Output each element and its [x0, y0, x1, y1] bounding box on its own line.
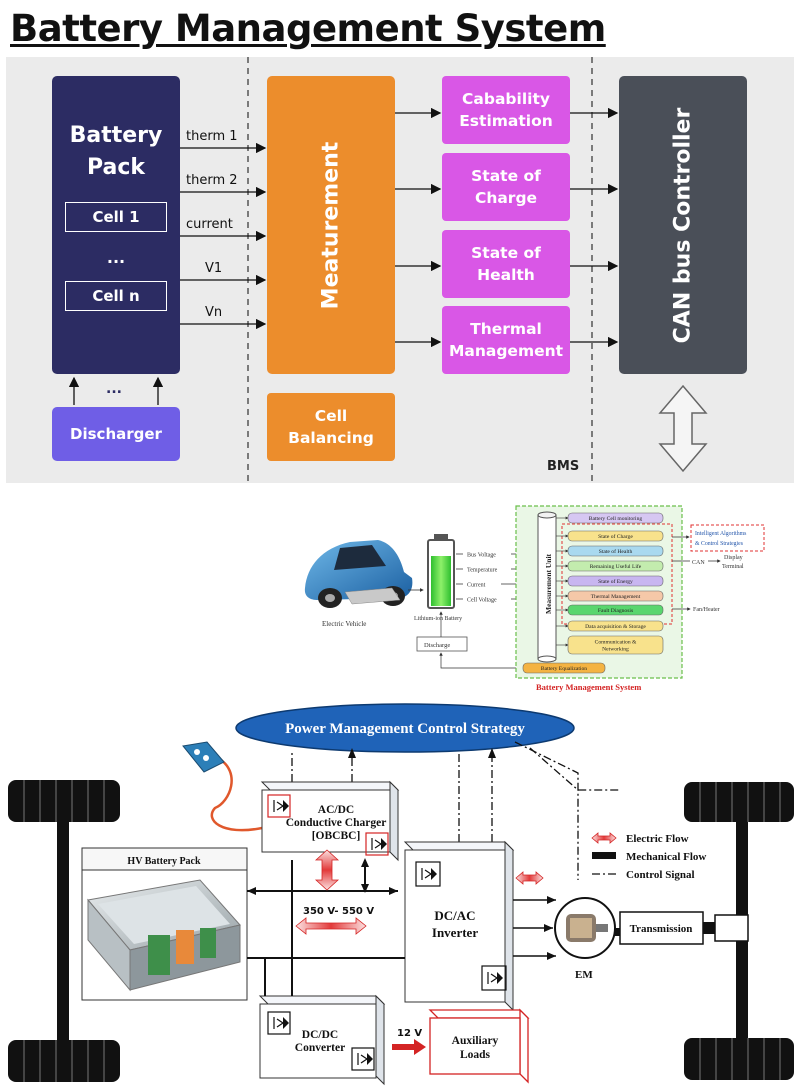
function-pill — [567, 575, 664, 587]
function-label: Battery Cell monitoring — [589, 516, 643, 522]
page-title: Battery Management System — [10, 7, 606, 50]
measurement-unit-label: Measurement Unit — [544, 553, 553, 614]
measurement-unit-cylinder — [537, 511, 557, 663]
legend-electric-flow: Electric Flow — [626, 833, 689, 845]
state-of-charge-block: State of Charge — [442, 153, 570, 221]
input-cell-voltage: Cell Voltage — [467, 598, 497, 604]
electric-flow-vertical-arrow — [314, 849, 340, 891]
function-pill — [567, 620, 664, 632]
can-bus-controller-block: CAN bus Controller — [619, 76, 747, 374]
charging-plug-icon — [182, 741, 263, 832]
bms-label: BMS — [547, 459, 580, 474]
charger-line1: AC/DC — [318, 804, 354, 816]
motor-icon — [566, 914, 608, 942]
input-current: Current — [467, 583, 486, 589]
signal-v1: V1 — [205, 261, 223, 276]
function-label: Remaining Useful Life — [590, 563, 642, 570]
left-wheels — [8, 780, 120, 1082]
converter-line2: Converter — [295, 1042, 345, 1054]
signal-therm2: therm 2 — [186, 173, 238, 188]
hv-battery-pack-label: HV Battery Pack — [127, 856, 201, 867]
can-label: CAN — [692, 560, 705, 566]
battery-label: Lithium-ion Battery — [414, 616, 462, 622]
charger-line2: Conductive Charger — [286, 817, 387, 829]
legend-mechanical-flow: Mechanical Flow — [626, 851, 706, 863]
control-strategy-ellipse — [235, 703, 575, 753]
function-pill — [567, 590, 664, 602]
function-pill — [567, 635, 664, 655]
function-pill — [567, 512, 664, 524]
control-strategy-label: Power Management Control Strategy — [285, 721, 525, 737]
converter-line1: DC/DC — [302, 1029, 338, 1041]
intelligent-line1: Intelligent Algorithms — [695, 531, 747, 537]
fan-heater-label: Fan/Heater — [693, 607, 720, 613]
cell-balancing-block: Cell Balancing — [267, 393, 395, 461]
panel1-connectors — [68, 57, 708, 483]
legend-control-signal: Control Signal — [626, 869, 695, 881]
display-line2: Terminal — [722, 564, 744, 570]
function-label: Networking — [602, 647, 629, 653]
voltage-range-label: 350 V- 550 V — [303, 906, 374, 917]
transmission-label: Transmission — [630, 923, 693, 935]
electric-flow-horizontal-arrow — [295, 917, 367, 935]
battery-pack-image — [87, 879, 241, 992]
function-label: State of Health — [599, 548, 633, 555]
inverter-line2: Inverter — [432, 925, 478, 940]
auxiliary-loads-box — [429, 1017, 521, 1075]
legend-electric-icon — [591, 832, 617, 844]
dcdc-converter-box — [259, 1003, 377, 1079]
function-label: Thermal Management — [591, 594, 641, 600]
bms-footer-label: Battery Management System — [536, 682, 641, 692]
electric-flow-inverter-arrow — [515, 871, 544, 885]
function-label: Fault Diagnosis — [598, 608, 633, 614]
function-pill — [567, 545, 664, 557]
function-pill — [567, 560, 664, 572]
inverter-line1: DC/AC — [434, 908, 475, 923]
battery-pack-label: Battery Pack — [69, 123, 163, 180]
em-label: EM — [575, 969, 593, 981]
function-pill — [567, 530, 664, 542]
cell-1-box: Cell 1 — [65, 202, 167, 232]
charger-line3: [OBCBC] — [312, 830, 361, 842]
battery-pack-block: Battery Pack Cell 1 ... Cell n — [52, 76, 180, 374]
input-bus-voltage: Bus Voltage — [467, 553, 496, 559]
function-label: State of Energy — [598, 578, 633, 585]
legend-mechanical-icon — [592, 852, 616, 859]
bidirectional-arrow-icon — [658, 384, 708, 473]
measurement-block: Meaturement — [267, 76, 395, 374]
cell-ellipsis: ... — [106, 248, 126, 267]
function-label: Data acquisition & Storage — [585, 624, 646, 630]
capability-estimation-block: Cabability Estimation — [442, 76, 570, 144]
cell-n-box: Cell n — [65, 281, 167, 311]
ev-label: Electric Vehicle — [322, 620, 366, 628]
aux-line2: Loads — [460, 1049, 491, 1061]
discharger-ellipsis: ... — [106, 381, 122, 397]
display-line1: Display — [724, 555, 743, 561]
discharge-label: Discharge — [424, 642, 450, 649]
function-pill — [567, 604, 664, 616]
electric-car-icon — [304, 540, 413, 608]
signal-vn: Vn — [205, 305, 223, 320]
battery-icon — [427, 534, 455, 609]
twelve-volt-label: 12 V — [397, 1028, 422, 1039]
charger-box — [261, 789, 391, 853]
twelve-volt-arrow — [392, 1039, 426, 1055]
function-label: State of Charge — [598, 533, 633, 540]
right-wheels — [684, 782, 794, 1080]
aux-line1: Auxiliary — [452, 1035, 499, 1047]
signal-therm1: therm 1 — [186, 129, 238, 144]
function-label: Battery Equalization — [541, 666, 587, 672]
signal-current: current — [186, 217, 233, 232]
function-label: Communication & — [595, 640, 637, 646]
state-of-health-block: State of Health — [442, 230, 570, 298]
intelligent-line2: & Control Strategies — [695, 541, 744, 547]
input-temperature: Temperature — [467, 568, 498, 574]
function-pill — [522, 662, 606, 674]
discharger-block: Discharger — [52, 407, 180, 461]
thermal-management-block: Thermal Management — [442, 306, 570, 374]
